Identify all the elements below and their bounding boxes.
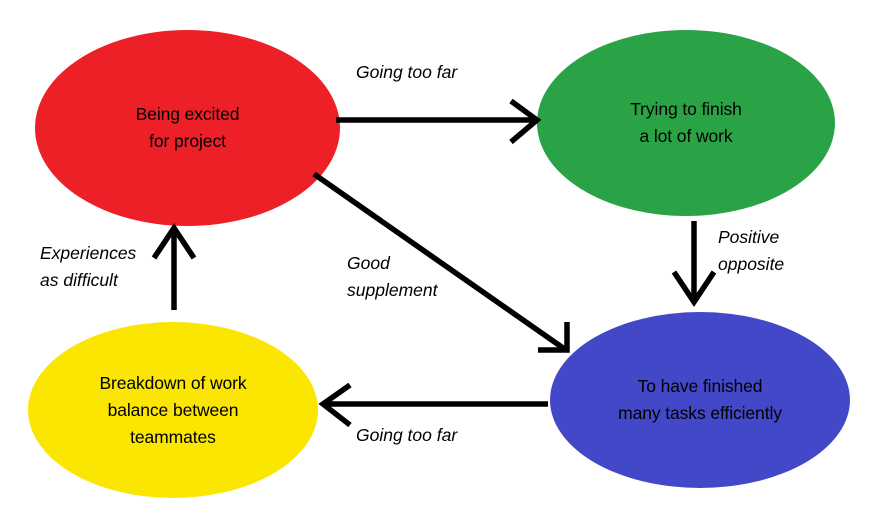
edge-label-experiences-as-difficult: Experiences as difficult	[40, 243, 137, 290]
node-label-finished-many-tasks: To have finished many tasks efficiently	[618, 376, 782, 423]
edge-label-going-too-far-top: Going too far	[356, 62, 458, 82]
arrow-excited-to-finish-work	[336, 98, 542, 145]
arrow-finished-tasks-to-breakdown	[318, 382, 548, 428]
arrow-breakdown-to-excited	[151, 223, 197, 310]
node-label-breakdown-of-work: Breakdown of work balance between teamma…	[99, 372, 247, 447]
edge-label-going-too-far-bottom: Going too far	[356, 425, 458, 445]
node-being-excited[interactable]: Being excited for project	[35, 30, 340, 226]
node-label-being-excited: Being excited for project	[135, 104, 240, 151]
node-breakdown-of-work[interactable]: Breakdown of work balance between teamma…	[28, 322, 318, 498]
node-finished-many-tasks[interactable]: To have finished many tasks efficiently	[550, 312, 850, 488]
node-label-trying-to-finish: Trying to finish a lot of work	[630, 99, 742, 146]
arrow-finish-work-to-finished-tasks	[671, 221, 717, 307]
edge-label-good-supplement: Good supplement	[347, 253, 438, 300]
edge-label-positive-opposite: Positive opposite	[718, 227, 785, 274]
node-trying-to-finish[interactable]: Trying to finish a lot of work	[537, 30, 835, 216]
